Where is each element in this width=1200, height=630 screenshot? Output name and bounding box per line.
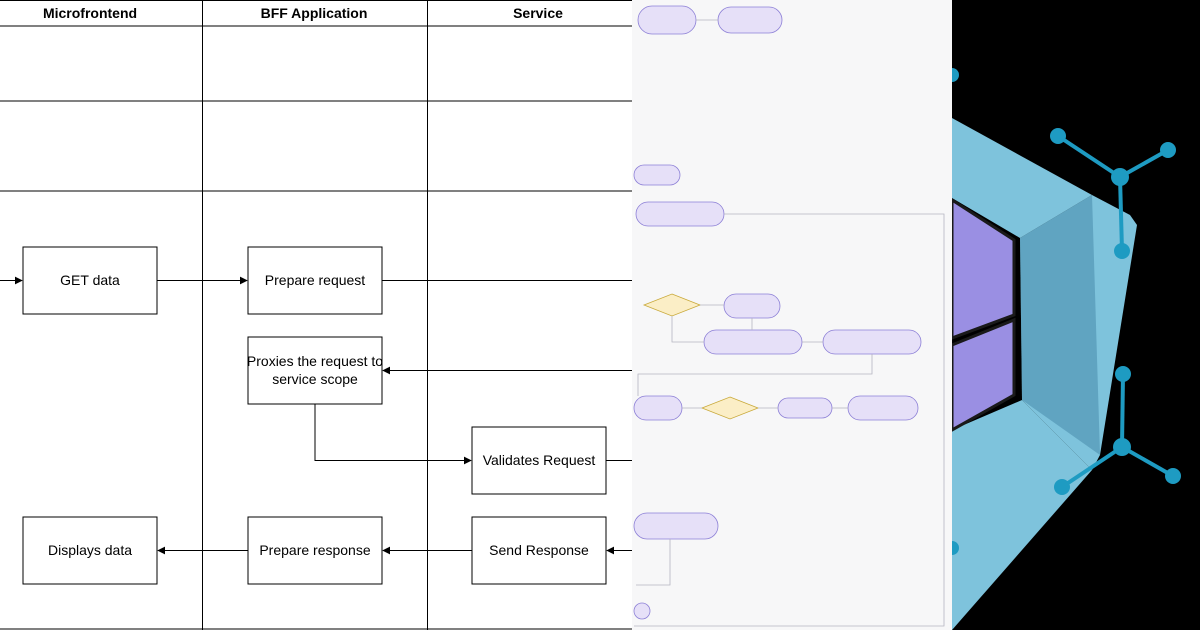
prepare-response-label: Prepare response bbox=[259, 542, 371, 558]
lane-header-bff: BFF Application bbox=[261, 5, 368, 21]
flowchart-thumbnail bbox=[633, 5, 945, 627]
displays-data-box bbox=[22, 516, 158, 585]
logo-cube-top-face bbox=[952, 118, 1092, 238]
logo-node bbox=[1113, 438, 1131, 456]
swimlane-diagram: Microfrontend BFF Application Service GE… bbox=[0, 0, 632, 630]
flow-connector bbox=[637, 354, 873, 396]
send-response-label: Send Response bbox=[489, 542, 589, 558]
logo-cube-inner-dark bbox=[1020, 195, 1100, 455]
proxies-request-label-line2: service scope bbox=[272, 371, 358, 387]
logo-node bbox=[1111, 168, 1129, 186]
logo-node bbox=[952, 541, 959, 555]
get-data-label: GET data bbox=[60, 272, 120, 288]
logo-node bbox=[1165, 468, 1181, 484]
flow-node bbox=[633, 164, 681, 186]
cube-network-logo-icon bbox=[952, 68, 1181, 630]
flow-node bbox=[703, 329, 803, 355]
logo-purple-block-upper bbox=[952, 198, 1016, 340]
logo-purple-block-lower bbox=[952, 317, 1016, 432]
flow-connector bbox=[671, 316, 704, 343]
logo-node bbox=[1050, 128, 1066, 144]
get-data-box bbox=[22, 246, 158, 315]
flow-node bbox=[633, 512, 719, 540]
logo-cube-bottom-face bbox=[952, 400, 1092, 630]
prepare-request-label: Prepare request bbox=[265, 272, 366, 288]
logo-node bbox=[1114, 243, 1130, 259]
prepare-request-box bbox=[247, 246, 383, 315]
prepare-response-box bbox=[247, 516, 383, 585]
flow-node bbox=[777, 397, 833, 419]
logo-node bbox=[952, 68, 959, 82]
flow-node bbox=[723, 293, 781, 319]
flow-node bbox=[633, 602, 651, 620]
flow-decision bbox=[700, 396, 760, 420]
flowchart-thumbnail-panel bbox=[632, 0, 952, 630]
arrow-proxies-to-validates bbox=[314, 404, 472, 465]
flow-decision bbox=[642, 293, 702, 317]
displays-data-label: Displays data bbox=[48, 542, 132, 558]
flow-node bbox=[822, 329, 922, 355]
logo-panel bbox=[952, 0, 1200, 630]
send-response-box bbox=[471, 516, 607, 585]
flow-node bbox=[847, 395, 919, 421]
lane-grid bbox=[0, 0, 632, 630]
flow-node bbox=[633, 395, 683, 421]
logo-node bbox=[1115, 366, 1131, 382]
flow-node bbox=[717, 6, 783, 34]
logo-node bbox=[1054, 479, 1070, 495]
lane-header-service: Service bbox=[513, 5, 563, 21]
flow-node bbox=[635, 201, 725, 227]
flow-connector bbox=[636, 539, 671, 586]
logo-cube-right-face bbox=[1020, 195, 1137, 470]
logo-node bbox=[1160, 142, 1176, 158]
validates-request-label: Validates Request bbox=[483, 452, 596, 468]
lane-header-microfrontend: Microfrontend bbox=[43, 5, 137, 21]
proxies-request-box bbox=[247, 336, 383, 405]
flow-connector bbox=[634, 213, 945, 627]
validates-request-box bbox=[471, 426, 607, 495]
flow-node bbox=[637, 5, 697, 35]
swimlane-diagram-panel: Microfrontend BFF Application Service GE… bbox=[0, 0, 632, 630]
proxies-request-label-line1: Proxies the request to bbox=[247, 353, 383, 369]
